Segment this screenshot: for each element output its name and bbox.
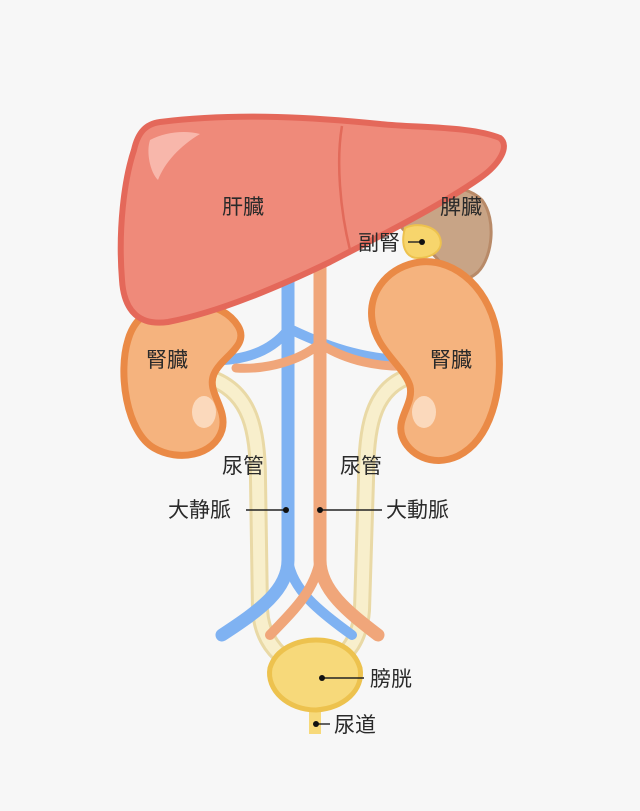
bladder [267, 637, 363, 734]
label-bladder: 膀胱 [370, 667, 412, 691]
kidney-left [120, 299, 245, 459]
label-spleen: 脾臓 [440, 195, 482, 219]
label-aorta: 大動脈 [386, 498, 449, 522]
label-kidney-left: 腎臓 [146, 348, 188, 372]
label-ureter-left: 尿管 [222, 454, 264, 478]
kidney-right [368, 258, 503, 464]
leader-lines [246, 241, 422, 725]
label-kidney-right: 腎臓 [430, 348, 472, 372]
liver [117, 113, 507, 326]
label-urethra: 尿道 [334, 713, 376, 737]
label-adrenal: 副腎 [358, 231, 400, 255]
label-vena-cava: 大静脈 [168, 498, 231, 522]
label-ureter-right: 尿管 [340, 454, 382, 478]
leader-dots [283, 239, 425, 727]
label-liver: 肝臓 [222, 195, 264, 219]
